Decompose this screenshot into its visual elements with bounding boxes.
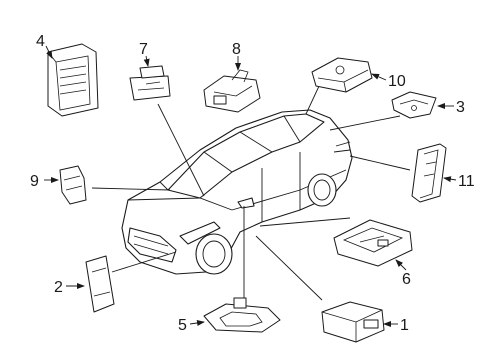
callout-10: 10 [388, 73, 406, 90]
callout-8: 8 [232, 41, 241, 58]
callout-3: 3 [456, 99, 465, 116]
part-1-connector-module [321, 301, 385, 343]
callout-5: 5 [178, 317, 187, 334]
part-8-sensor-unit [203, 69, 261, 113]
callout-labels: 4 7 8 10 3 11 9 2 5 6 1 [30, 33, 475, 334]
part-7-relay [129, 65, 171, 101]
callout-arrows [44, 45, 457, 327]
leader-lines [91, 83, 411, 301]
part-2-flat-module [85, 255, 115, 313]
callout-7: 7 [139, 41, 148, 58]
part-3-bracket [391, 91, 437, 119]
part-9-sensor [59, 165, 87, 205]
callout-1: 1 [400, 317, 409, 334]
part-5-bracket-base [203, 297, 281, 333]
callout-11: 11 [458, 173, 475, 190]
callout-6: 6 [402, 271, 411, 288]
callout-2: 2 [54, 279, 63, 296]
callout-4: 4 [36, 33, 45, 50]
callout-9: 9 [30, 173, 39, 190]
part-4-control-module [47, 43, 99, 117]
part-6-control-panel [333, 219, 413, 267]
vehicle-outline [121, 109, 353, 275]
part-11-module [411, 143, 447, 203]
part-10-radar-unit [311, 57, 373, 93]
